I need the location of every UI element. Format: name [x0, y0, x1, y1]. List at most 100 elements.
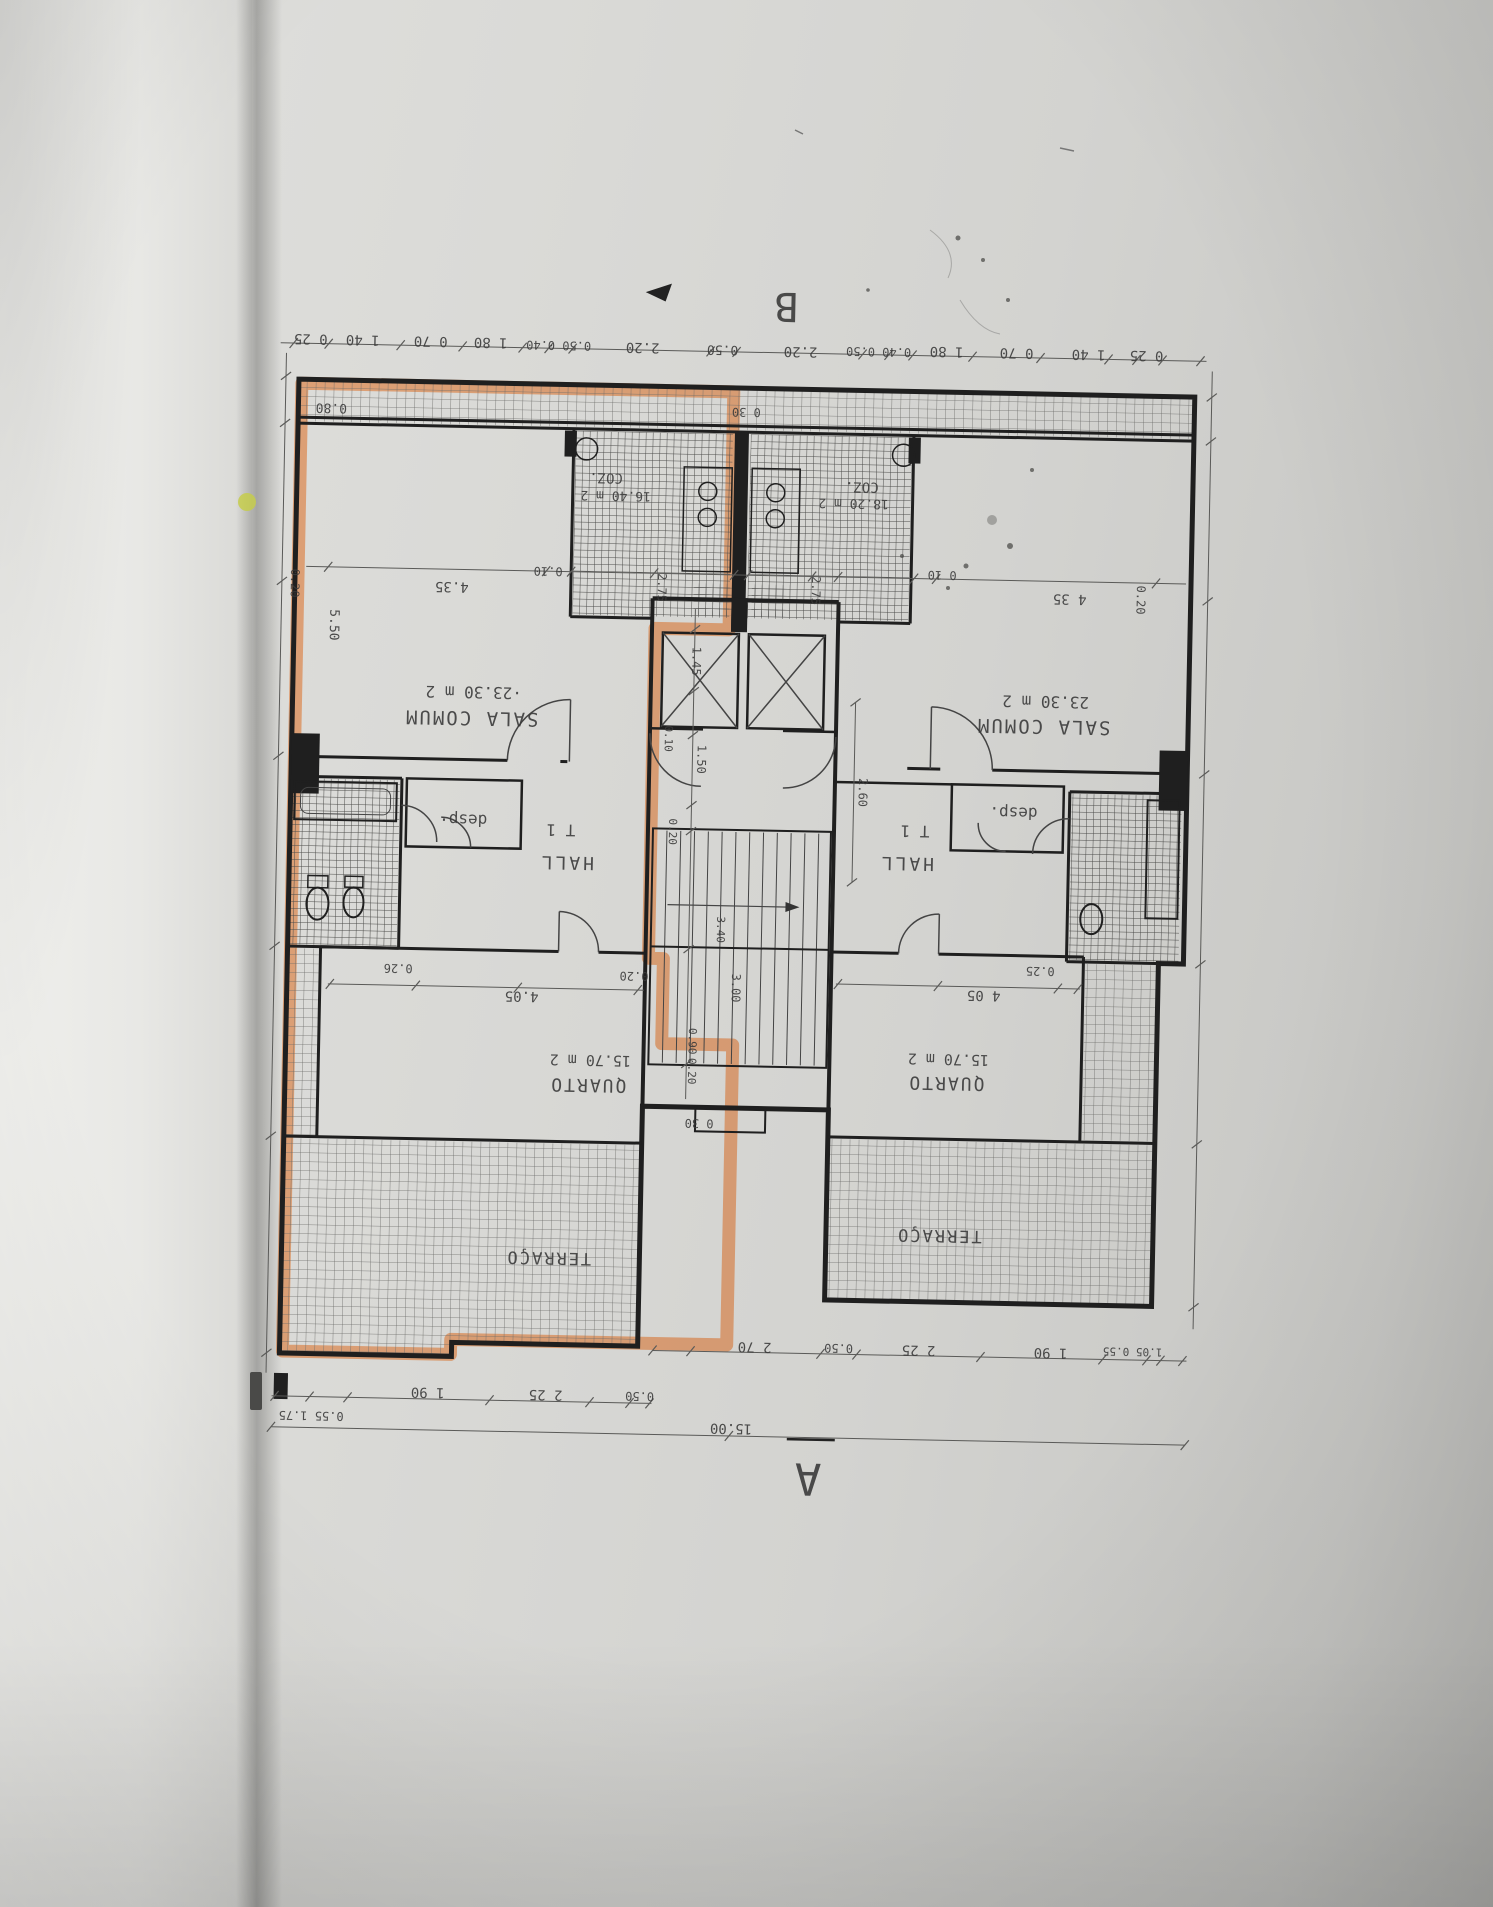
unit-type-left: T 1	[546, 820, 575, 840]
dimension-label: 1 80	[930, 343, 964, 360]
dimension-tick	[513, 982, 523, 993]
dimension-tick	[323, 561, 333, 573]
room-desp-right: desp.	[989, 803, 1038, 823]
dimension-label: 1.45	[689, 647, 704, 676]
dimension-line	[835, 983, 1080, 990]
dimension-tick	[688, 686, 700, 696]
bathtub-left	[293, 780, 398, 823]
page-tab	[250, 1372, 262, 1410]
dimension-tick	[1188, 1302, 1199, 1312]
dimension-label: 5.50	[326, 609, 342, 641]
walls	[273, 376, 1198, 1400]
dimension-tick	[289, 337, 299, 349]
stair-direction-arrow	[785, 902, 800, 913]
dimension-label: 1 90	[1034, 1344, 1068, 1361]
dimension-label: 2 25	[902, 1341, 936, 1358]
dimension-label: 15.00	[710, 1420, 752, 1437]
dimension-tick	[518, 342, 528, 353]
dimension-tick	[269, 1390, 280, 1402]
room-sala-right: SALA COMUM	[976, 714, 1111, 739]
photo-artifacts	[238, 129, 1075, 1410]
hatched-areas	[281, 381, 1193, 1355]
dimension-label: 0.20	[685, 1058, 699, 1085]
dimension-label: 0.10	[534, 564, 563, 579]
room-hall-right: HALL	[878, 852, 934, 874]
dimension-label: 1 90	[411, 1384, 445, 1401]
room-desp-left: desp·	[439, 810, 488, 830]
dimension-label: 0 70	[1000, 344, 1034, 361]
dimension-label: 2.75	[655, 573, 670, 602]
dimension-tick	[1202, 597, 1214, 606]
dimension-tick	[484, 1394, 495, 1406]
room-terraco-right: TERRAÇO	[896, 1224, 982, 1246]
dimension-tick	[458, 341, 468, 352]
dimension-tick	[304, 1391, 315, 1402]
dimension-tick	[724, 1430, 734, 1442]
dimension-label: 0.55 1.75	[279, 1408, 344, 1423]
dimension-tick	[685, 826, 697, 836]
dimension-tick	[272, 751, 284, 761]
service-shaft-left	[290, 733, 320, 794]
dimension-tick	[732, 346, 742, 358]
unit-type-right: T 1	[900, 821, 929, 841]
kitchen-counter-left	[681, 466, 734, 573]
dimension-tick	[908, 350, 918, 361]
dimension-tick	[1141, 1355, 1152, 1366]
dimension-tick	[568, 343, 578, 354]
dimension-label: 0 25	[1130, 347, 1164, 364]
dimension-label: 0.80	[316, 399, 348, 415]
dimension-tick	[933, 980, 943, 992]
dimension-tick	[975, 1351, 986, 1363]
dimension-line	[851, 702, 857, 883]
dimension-tick	[850, 698, 862, 707]
dimension-tick	[325, 978, 335, 990]
dimension-tick	[683, 944, 695, 954]
dimension-tick	[851, 1349, 862, 1360]
room-sala-left: SALA COMUM	[404, 705, 539, 730]
dimension-label: 2 70	[738, 1338, 772, 1355]
core	[647, 631, 837, 1134]
dimension-label: 2.20	[784, 343, 818, 360]
dimension-line	[306, 565, 1187, 585]
dimension-tick	[815, 1348, 826, 1360]
dimension-line	[271, 1395, 652, 1404]
section-marker-b: B	[774, 283, 799, 329]
dimension-tick	[931, 573, 941, 585]
dimension-tick	[269, 941, 281, 951]
dimension-tick	[1151, 578, 1161, 589]
dimension-tick	[649, 568, 659, 579]
dimension-label: 2 25	[529, 1386, 563, 1403]
dimension-tick	[833, 978, 843, 990]
dimension-label: 4 05	[967, 987, 1001, 1004]
dimension-tick	[687, 730, 699, 740]
scratch-marks	[929, 229, 1001, 335]
dimension-line	[327, 983, 644, 991]
dimension-tick	[909, 573, 919, 584]
dimension-tick	[1205, 437, 1217, 446]
dimension-line	[280, 342, 1207, 362]
dimension-tick	[729, 569, 739, 581]
section-markers-graphics	[645, 283, 835, 1442]
fixtures	[293, 437, 1181, 936]
dimension-tick	[1131, 354, 1142, 366]
area-coz-left: 16.40 m 2	[580, 487, 651, 503]
dimension-label: 4.05	[505, 987, 539, 1004]
dimension-line	[1192, 371, 1213, 1330]
dimension-tick	[396, 339, 406, 351]
dimension-tick	[279, 418, 291, 428]
dimension-tick	[324, 338, 334, 350]
dimension-label: 2.60	[855, 778, 870, 807]
dimension-line	[652, 1349, 1187, 1362]
dimension-tick	[1155, 1355, 1165, 1366]
dimension-tick	[1097, 1354, 1108, 1365]
dimension-label: 0.50	[707, 341, 739, 357]
toilet-right	[1079, 903, 1104, 936]
dimension-tick	[685, 1345, 696, 1357]
dimension-tick	[342, 1392, 353, 1403]
dimension-tick	[967, 351, 978, 362]
dimension-tick	[566, 566, 576, 577]
dimension-tick	[1073, 983, 1083, 995]
dimension-label: 2.75	[809, 576, 824, 605]
area-quarto-left: 15.70 m 2	[550, 1050, 632, 1070]
